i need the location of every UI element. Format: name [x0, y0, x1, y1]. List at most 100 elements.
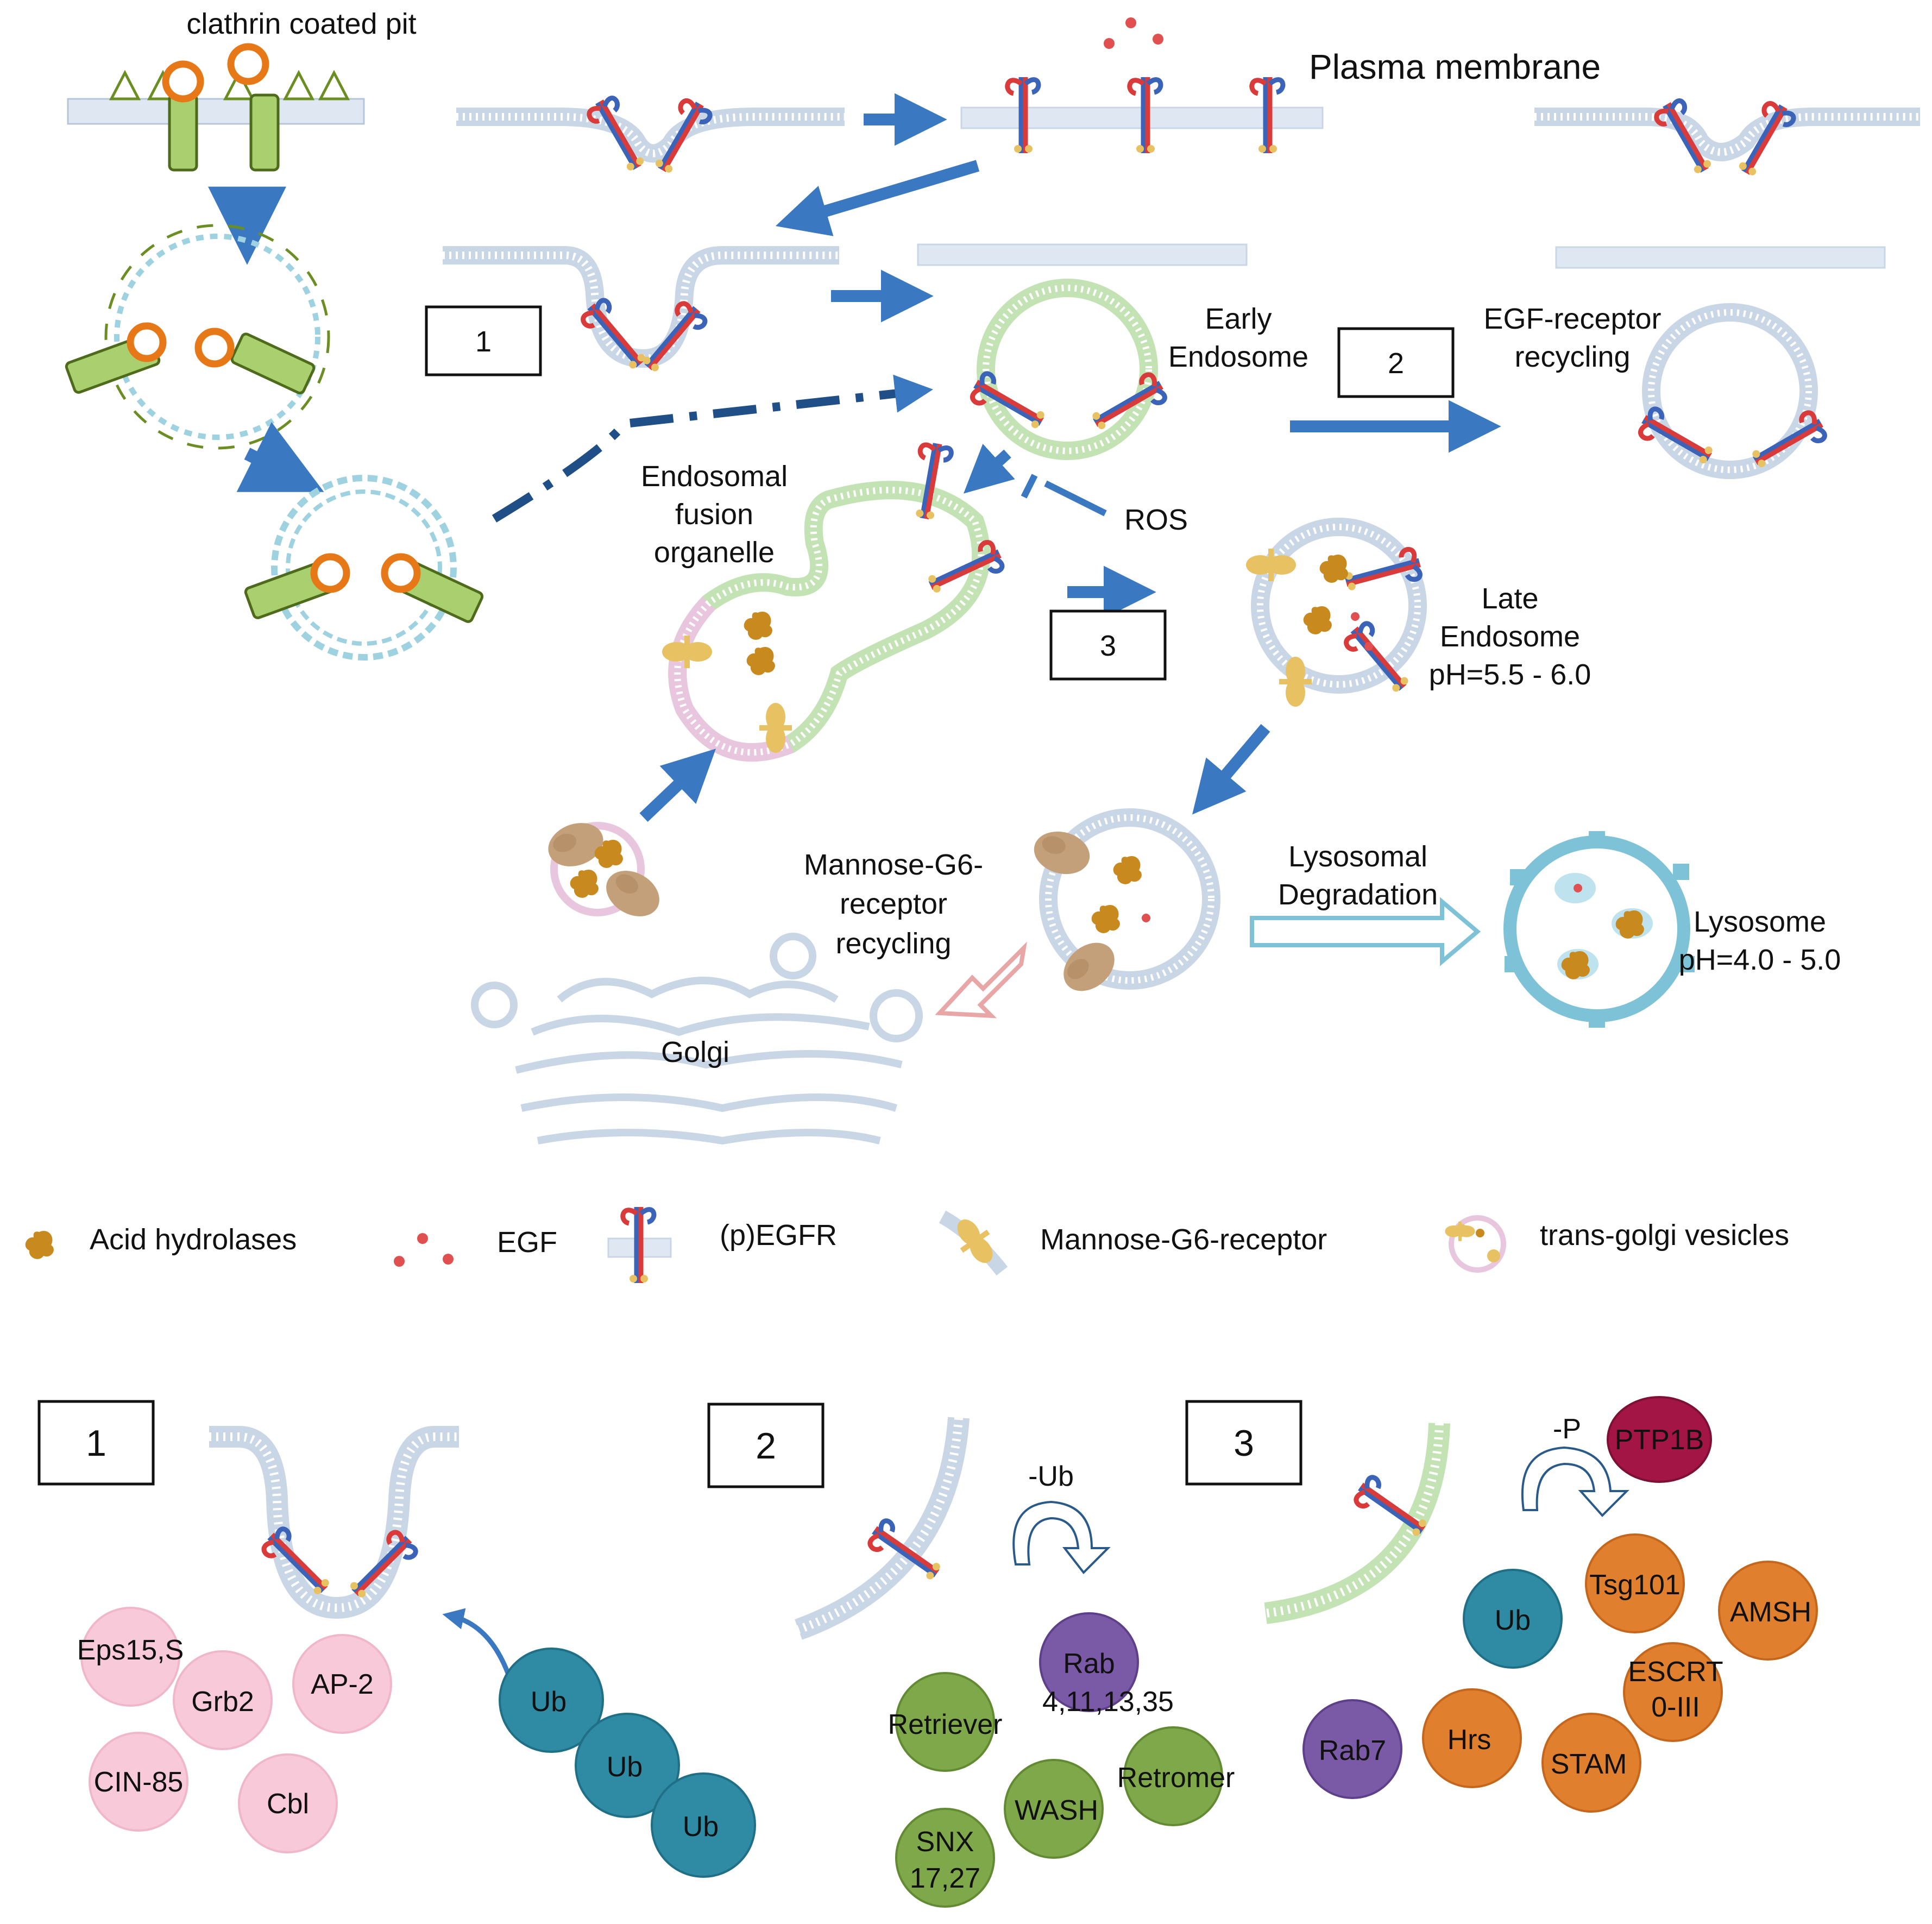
protein-stam — [1541, 1713, 1641, 1813]
protein-retriever — [895, 1672, 995, 1772]
clathrin-coated-vesicle — [65, 224, 330, 450]
protein-cin85-label: CIN-85 — [94, 1766, 184, 1798]
membrane-invagination — [443, 246, 839, 377]
dashed-arrow-to-early-endosome — [492, 374, 933, 523]
egf-ligand — [1153, 34, 1163, 45]
protein-amsh — [1718, 1561, 1818, 1661]
protein-retriever-label: Retriever — [888, 1709, 1003, 1740]
m6p-recycling-label: recycling — [835, 927, 951, 960]
mature-endosome — [1029, 808, 1220, 1001]
ubiquitin-1 — [499, 1648, 604, 1753]
membrane-pit-right — [1534, 97, 1920, 180]
clathrin-pit-label: clathrin coated pit — [186, 8, 416, 40]
protein-ap2-label: AP-2 — [311, 1669, 374, 1700]
late-endosome — [1246, 518, 1427, 707]
legend-acid-hydrolases: Acid hydrolases — [90, 1223, 297, 1256]
panel-1-box — [37, 1400, 155, 1486]
step-1-number: 1 — [475, 325, 492, 358]
arrow-vesicle-to-uncoated — [236, 422, 324, 492]
protein-escrt-range-label: 0-III — [1651, 1692, 1700, 1723]
arrow-to-mature-endosome — [1192, 724, 1270, 815]
step-2-number: 2 — [1388, 347, 1404, 380]
endosomal-fusion-organelle — [662, 441, 1006, 762]
egfr-icon — [607, 1207, 672, 1283]
lysosome-ph: pH=4.0 - 5.0 — [1679, 944, 1841, 976]
early-endosome — [968, 279, 1169, 460]
protein-ptp1b-label: PTP1B — [1615, 1424, 1704, 1456]
protein-ap2 — [292, 1634, 392, 1734]
deubiquitination-arrow — [1012, 1500, 1111, 1575]
protein-snx-label: SNX — [916, 1826, 974, 1858]
step-3-box — [1049, 609, 1167, 681]
plasma-membrane-label: Plasma membrane — [1309, 47, 1601, 86]
protein-ub-label: Ub — [1495, 1605, 1531, 1636]
arrow-m6p-recycling — [935, 941, 1027, 1018]
arrow-lysosomal-degradation — [1250, 897, 1481, 966]
lysosomal-degradation-label: Degradation — [1278, 878, 1438, 911]
protein-eps15-label: Eps15,S — [77, 1634, 184, 1666]
protein-retromer — [1123, 1726, 1223, 1826]
membrane-segment — [917, 243, 1248, 266]
protein-amsh-label: AMSH — [1730, 1596, 1811, 1628]
protein-tsg101-label: Tsg101 — [1589, 1569, 1681, 1601]
panel-2-box — [707, 1403, 825, 1488]
legend-tgn-vesicles: trans-golgi vesicles — [1540, 1219, 1789, 1252]
uncoated-vesicle — [244, 475, 484, 661]
protein-rab7-label: Rab7 — [1319, 1735, 1386, 1766]
ubiquitin-3 — [651, 1772, 756, 1878]
protein-rab7 — [1302, 1699, 1402, 1799]
protein-wash-label: WASH — [1015, 1795, 1098, 1826]
protein-grb2 — [173, 1650, 273, 1750]
protein-rab — [1039, 1612, 1139, 1712]
protein-hrs — [1422, 1688, 1522, 1788]
membrane-segment-right — [1555, 246, 1886, 269]
legend-m6p-receptor: Mannose-G6-receptor — [1040, 1223, 1327, 1256]
protein-snx-isoforms-label: 17,27 — [910, 1863, 980, 1894]
protein-escrt-label: ESCRT — [1628, 1656, 1723, 1688]
egf-icon — [394, 1233, 454, 1267]
protein-ub — [1463, 1569, 1563, 1669]
lysosome — [1503, 831, 1695, 1028]
step-1-box — [425, 305, 542, 376]
clathrin-coated-pit — [67, 43, 365, 172]
protein-wash — [1004, 1759, 1104, 1859]
plasma-membrane-egf — [960, 17, 1324, 153]
membrane-pit-top — [456, 94, 845, 177]
egf-ligand — [1104, 38, 1115, 49]
late-endosome-ph: pH=5.5 - 6.0 — [1429, 658, 1591, 691]
legend-egf: EGF — [497, 1226, 557, 1259]
acid-hydrolase-icon — [25, 1231, 54, 1259]
protein-rab-isoforms-label: 4,11,13,35 — [1042, 1686, 1174, 1718]
fusion-organelle-label: fusion — [675, 498, 753, 531]
ubiquitin-1-label: Ub — [531, 1686, 567, 1718]
late-endosome-label: Endosome — [1440, 620, 1580, 653]
ros-inhibition — [1021, 474, 1107, 517]
protein-hrs-label: Hrs — [1448, 1724, 1492, 1756]
panel-2-number: 2 — [756, 1425, 776, 1467]
panel-3-number: 3 — [1234, 1423, 1254, 1464]
protein-snx — [895, 1808, 995, 1908]
step-2-box — [1337, 327, 1455, 398]
protein-escrt — [1623, 1642, 1723, 1742]
trans-golgi-vesicle — [542, 815, 668, 926]
fusion-organelle-label: Endosomal — [641, 460, 788, 493]
tgn-vesicle-icon — [1445, 1215, 1506, 1273]
recycling-vesicle — [1636, 303, 1829, 479]
legend: Acid hydrolases EGF (p)EGFR Mannose-G6-r… — [25, 1207, 1789, 1283]
protein-grb2-label: Grb2 — [191, 1686, 254, 1718]
protein-rab-label: Rab — [1063, 1648, 1115, 1680]
legend-egfr: (p)EGFR — [720, 1219, 837, 1252]
protein-ptp1b — [1607, 1396, 1712, 1483]
arrow-ub-to-receptor — [442, 1608, 511, 1674]
protein-stam-label: STAM — [1551, 1749, 1627, 1780]
panel-1: 1 Eps15,S Grb2 AP-2 CIN-85 Cbl Ub Ub Ub — [37, 1400, 756, 1878]
ubiquitin-2 — [575, 1713, 680, 1818]
egfr-recycling-label: recycling — [1514, 341, 1630, 373]
protein-eps15 — [80, 1607, 180, 1707]
egf-ligand — [1125, 17, 1136, 28]
fusion-organelle-label: organelle — [654, 536, 775, 569]
egfr-recycling-label: EGF-receptor — [1483, 303, 1661, 335]
protein-cbl — [238, 1753, 338, 1853]
panel-1-number: 1 — [86, 1423, 106, 1464]
